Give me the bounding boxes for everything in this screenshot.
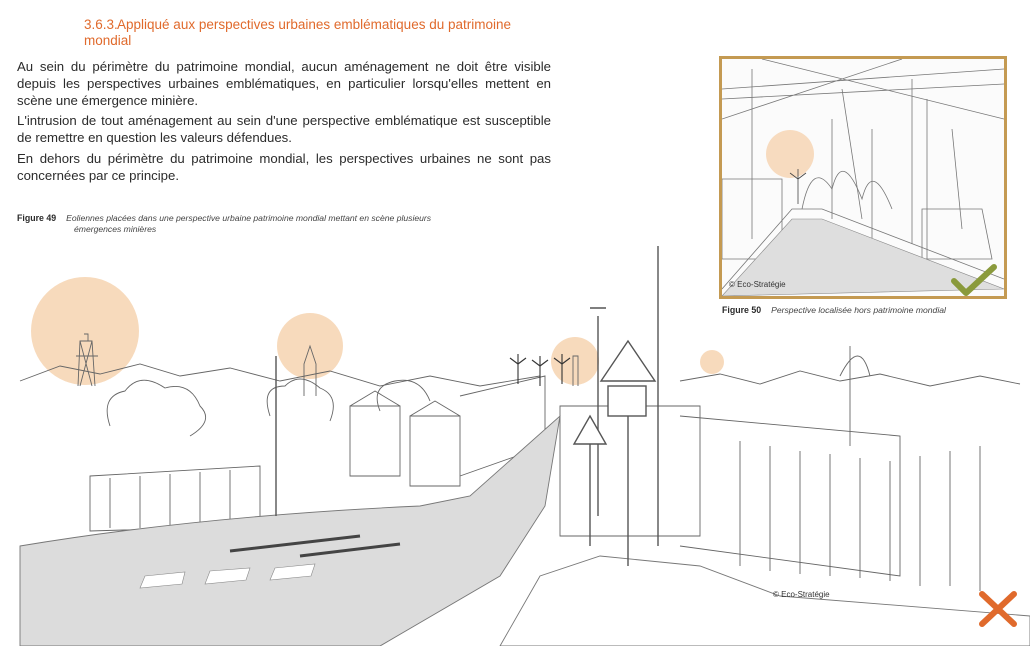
figure-50-wind-turbine [789,169,807,204]
figure-49-sketch [19,246,1030,646]
paragraph-3: En dehors du périmètre du patrimoine mon… [17,151,551,183]
figure-49-caption-line1: Eoliennes placées dans une perspective u… [66,213,432,223]
highlight-distant [700,350,724,374]
figure-50-caption-text: Perspective localisée hors patrimoine mo… [771,305,946,315]
section-heading: 3.6.3. Appliqué aux perspectives urbaine… [84,17,554,49]
highlight-chimney [551,337,599,385]
figure-50-sketch [722,59,1004,296]
figure-50-image: © Eco-Stratégie [719,56,1007,299]
figure-50-caption: Figure 50 Perspective localisée hors patr… [722,305,1022,316]
wind-turbines [509,354,571,386]
checkmark-icon [951,264,997,296]
figure-49-label: Figure 49 [17,213,57,223]
figure-50-credit: © Eco-Stratégie [729,280,786,289]
paragraph-2: L'intrusion de tout aménagement au sein … [17,113,551,145]
figure-50-label: Figure 50 [722,305,762,315]
section-number: 3.6.3. [84,17,118,32]
figure-49-caption: Figure 49 Eoliennes placées dans une pers… [17,213,557,235]
figure-49-credit: © Eco-Stratégie [773,590,830,599]
cross-icon [979,591,1017,627]
figure-49-caption-line2: émergences minières [74,224,157,234]
section-title: Appliqué aux perspectives urbaines emblé… [84,17,511,48]
figure-50-highlight [766,130,814,178]
street-furniture [275,246,659,566]
paragraph-1: Au sein du périmètre du patrimoine mondi… [17,59,551,108]
road-left [19,414,561,646]
highlight-headframe [31,277,139,385]
